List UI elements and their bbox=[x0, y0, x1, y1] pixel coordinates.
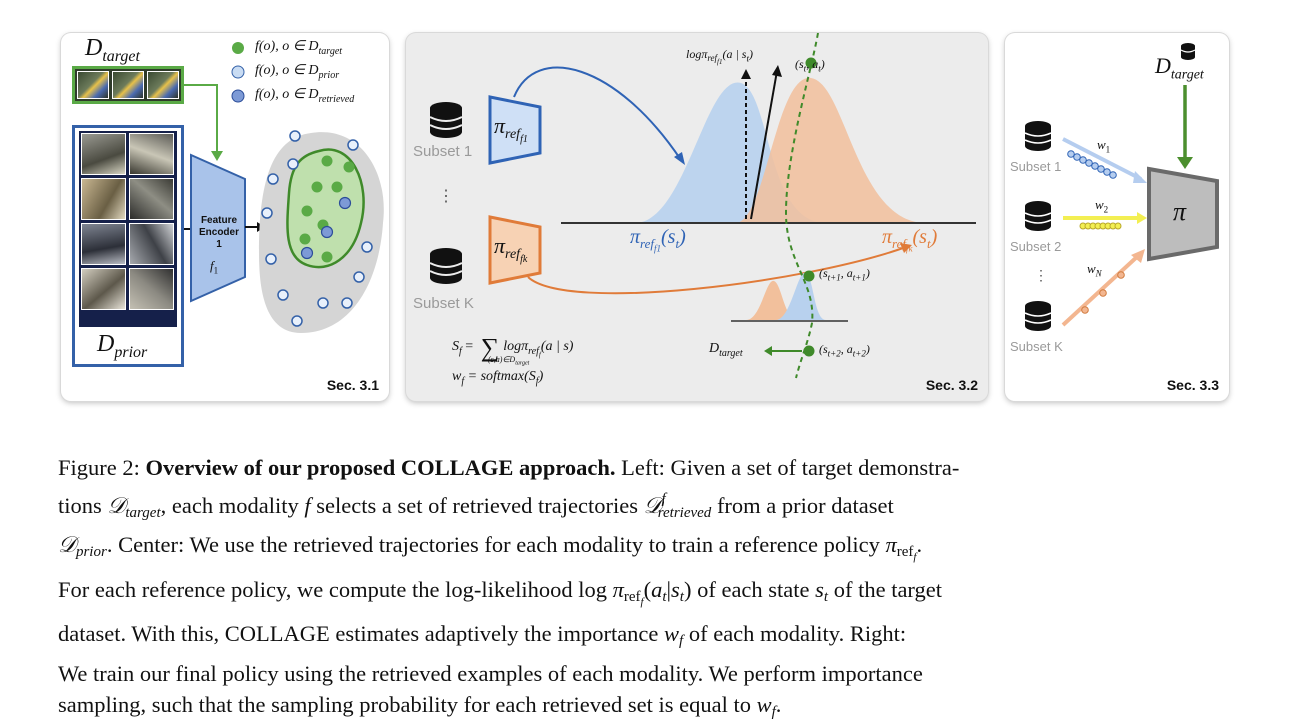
retrieval-diagram bbox=[184, 42, 384, 333]
w1-samples bbox=[1067, 150, 1117, 179]
dist-f1-label: πreff1(st) bbox=[630, 226, 686, 254]
database-icon-s2 bbox=[1024, 201, 1052, 231]
target-to-encoder-arrow bbox=[184, 84, 218, 157]
right-subsetk-label: Subset K bbox=[1010, 339, 1063, 354]
legend-target-dot bbox=[232, 42, 244, 54]
dtarget-label: Dtarget bbox=[709, 341, 743, 359]
policy-fk-label: πreffk bbox=[494, 233, 528, 266]
likelihood-diagram bbox=[429, 33, 976, 379]
arrow-policy1-to-dist bbox=[513, 66, 682, 161]
database-icon-s1 bbox=[1024, 121, 1052, 151]
figure-caption: Figure 2: Overview of our proposed COLLA… bbox=[58, 452, 1244, 722]
wn-label: wN bbox=[1087, 261, 1102, 279]
caption-line-2: tions 𝒟target, each modality f selects a… bbox=[58, 490, 894, 521]
caption-line-4: For each reference policy, we compute th… bbox=[58, 576, 943, 608]
w2-label: w2 bbox=[1095, 197, 1109, 215]
point-st1-label: (st+1, at+1) bbox=[819, 266, 870, 283]
policy-box-f1 bbox=[488, 95, 542, 165]
section-label-3-2: Sec. 3.2 bbox=[925, 377, 978, 393]
retrieved-embeddings bbox=[300, 196, 352, 260]
log-likelihood-arrow bbox=[750, 70, 778, 220]
legend-target-text: f(o), o ∈ Dtarget bbox=[255, 39, 343, 57]
formula-sum-sub: (s,a)∈Dtarget bbox=[488, 355, 530, 367]
section-label-3-1: Sec. 3.1 bbox=[326, 377, 379, 393]
w1-label: w1 bbox=[1097, 137, 1111, 155]
legend-prior-text: f(o), o ∈ Dprior bbox=[255, 63, 340, 81]
database-icon-subsetk bbox=[429, 248, 463, 284]
caption-line-7: sampling, such that the sampling probabi… bbox=[58, 692, 782, 720]
right-dtarget-label: Dtarget bbox=[1155, 53, 1204, 83]
small-dist-fk bbox=[746, 280, 798, 320]
arrow-policyk-to-dist bbox=[527, 246, 907, 295]
right-subset-ellipsis: ⋮ bbox=[1034, 267, 1048, 283]
dist-fk-label: πreffk(st) bbox=[882, 226, 938, 254]
caption-line-6: We train our final policy using the retr… bbox=[58, 660, 923, 686]
database-icon-target bbox=[1180, 43, 1196, 60]
legend-retrieved-dot bbox=[231, 89, 245, 103]
point-st-label: (st, at) bbox=[795, 57, 825, 74]
legend-prior-dot bbox=[231, 65, 245, 79]
section-label-3-3: Sec. 3.3 bbox=[1166, 377, 1219, 393]
final-policy-shape bbox=[1147, 166, 1219, 262]
prior-embeddings bbox=[261, 130, 373, 327]
d-prior-label: Dprior bbox=[97, 331, 148, 361]
caption-line-3: 𝒟prior. Center: We use the retrieved tra… bbox=[58, 532, 923, 563]
caption-line-1: Figure 2: Overview of our proposed COLLA… bbox=[58, 455, 960, 480]
subset-ellipsis: ⋮ bbox=[438, 188, 454, 205]
formula-sf: Sf = ∑logπreff(a | s) bbox=[452, 333, 574, 362]
policy-box-fk bbox=[488, 215, 542, 285]
point-st2-label: (st+2, at+2) bbox=[819, 342, 870, 359]
log-likelihood-label: logπreff1(a | st) bbox=[686, 47, 753, 67]
dist-fk bbox=[736, 77, 926, 223]
formula-wf: wf = softmax(Sf) bbox=[452, 369, 544, 387]
policy-f1-label: πreff1 bbox=[494, 113, 528, 146]
database-icon-sk bbox=[1024, 301, 1052, 331]
feature-encoder-shape bbox=[190, 153, 246, 303]
panel-reference-policies: Subset 1 ⋮ Subset K πreff1 πreffk πreff1… bbox=[406, 33, 988, 401]
target-trajectory bbox=[784, 33, 819, 379]
subsetk-label: Subset K bbox=[413, 295, 474, 312]
wn-samples bbox=[1081, 271, 1125, 314]
panel-retrieval: Dtarget Dprior bbox=[61, 33, 389, 401]
point-st2 bbox=[803, 345, 815, 357]
sampling-diagram bbox=[1024, 43, 1219, 331]
database-icon-subset1 bbox=[429, 102, 463, 138]
point-st bbox=[805, 57, 817, 69]
final-policy-label: π bbox=[1173, 197, 1187, 226]
w2-samples bbox=[1079, 222, 1122, 230]
prior-dataset-grid: Dprior bbox=[72, 125, 184, 367]
d-target-title: Dtarget bbox=[85, 35, 140, 65]
encoder-f1: f1 bbox=[210, 258, 219, 276]
caption-line-5: dataset. With this, COLLAGE estimates ad… bbox=[58, 621, 907, 649]
right-subset2-label: Subset 2 bbox=[1010, 239, 1062, 254]
target-demo-thumbnails bbox=[72, 66, 184, 104]
small-dist-f1 bbox=[776, 272, 826, 320]
point-st1 bbox=[803, 270, 815, 282]
target-embeddings bbox=[299, 155, 355, 263]
right-subset1-label: Subset 1 bbox=[1010, 159, 1062, 174]
legend-retrieved-text: f(o), o ∈ Dretrieved bbox=[255, 87, 355, 105]
w1-arrow bbox=[1062, 137, 1142, 181]
subset1-label: Subset 1 bbox=[413, 143, 473, 160]
panel-final-policy: Dtarget Subset 1 Subset 2 ⋮ Subset K w1 … bbox=[1005, 33, 1229, 401]
